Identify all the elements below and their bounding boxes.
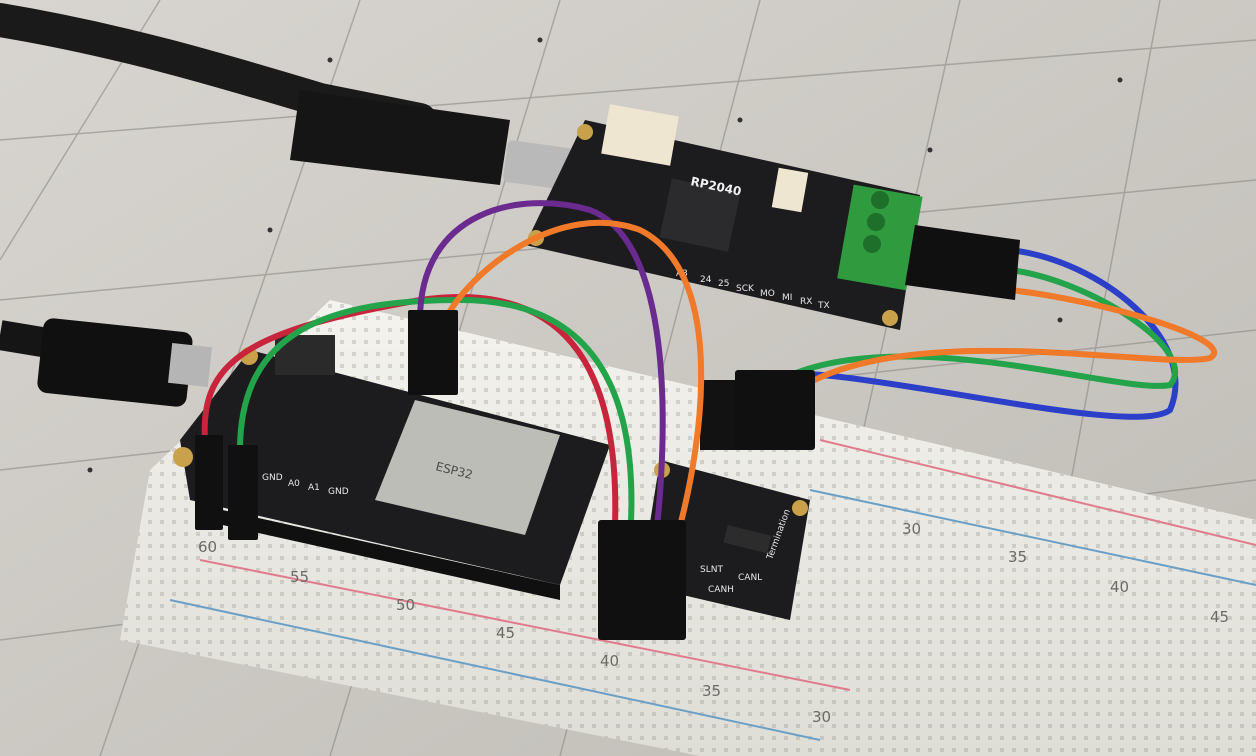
svg-text:GND: GND [328, 487, 349, 497]
esp32-module: ESP32 [375, 400, 560, 535]
svg-text:45: 45 [1210, 608, 1229, 626]
svg-text:A1: A1 [308, 483, 320, 493]
feather-rp2040-board: RP2040 A3 24 25 SCK MO MI RX TX [525, 104, 923, 330]
svg-text:25: 25 [718, 279, 729, 289]
svg-text:40: 40 [600, 652, 619, 670]
svg-text:TX: TX [817, 301, 830, 311]
svg-text:55: 55 [290, 568, 309, 586]
svg-text:RX: RX [800, 297, 812, 307]
svg-text:24: 24 [700, 275, 712, 285]
svg-text:MI: MI [782, 293, 792, 303]
breadboard-column-numbers: 60 55 50 45 40 35 30 30 35 40 45 [198, 520, 1229, 726]
svg-text:60: 60 [198, 538, 217, 556]
svg-text:50: 50 [396, 596, 415, 614]
svg-text:CANH: CANH [708, 585, 734, 595]
svg-text:35: 35 [702, 682, 721, 700]
svg-text:30: 30 [812, 708, 831, 726]
terminal-block [837, 184, 923, 291]
svg-text:A0: A0 [288, 479, 300, 489]
svg-text:40: 40 [1110, 578, 1129, 596]
jumper-wires [201, 200, 1217, 548]
svg-text:CANL: CANL [738, 573, 762, 583]
svg-text:35: 35 [1008, 548, 1027, 566]
svg-text:30: 30 [902, 520, 921, 538]
wire-orange-can [802, 287, 1217, 388]
wire-orange [442, 219, 705, 548]
usb-c-cable-left [0, 318, 212, 407]
svg-text:MO: MO [760, 289, 775, 299]
wire-blue [757, 247, 1179, 420]
svg-text:SCK: SCK [736, 284, 755, 294]
svg-text:45: 45 [496, 624, 515, 642]
dupont-headers [195, 225, 1020, 640]
esp32-pin-labels: GND A0 A1 GND [262, 473, 349, 497]
svg-text:SLNT: SLNT [700, 565, 723, 575]
svg-text:GND: GND [262, 473, 283, 483]
wire-purple [417, 200, 666, 548]
esp32-feather-board: ESP32 GND A0 A1 GND [173, 335, 610, 600]
